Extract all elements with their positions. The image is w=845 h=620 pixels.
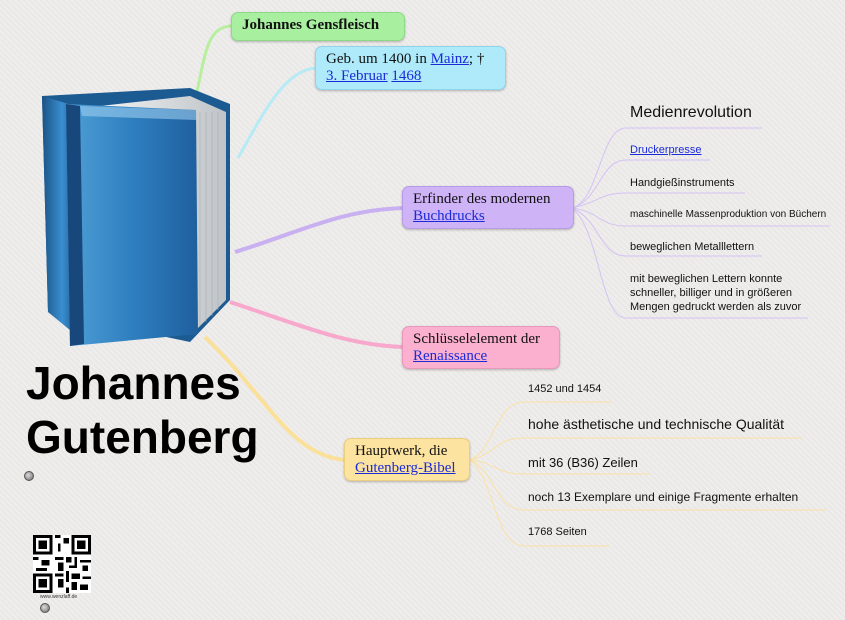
subtopic-handgiessinstrument[interactable]: Handgießinstruments bbox=[630, 177, 735, 189]
branch-name bbox=[193, 24, 233, 101]
renaissance-text: Schlüsselelement der bbox=[413, 331, 541, 347]
topic-renaissance[interactable]: Schlüsselelement der Renaissance bbox=[402, 326, 560, 369]
inventor-text: Erfinder des modernen bbox=[413, 191, 551, 207]
branch-renaissance bbox=[229, 300, 404, 349]
subtopic-druckerpresse[interactable]: Druckerpresse bbox=[630, 144, 702, 156]
subtopic-metalllettern[interactable]: beweglichen Metalllettern bbox=[630, 241, 755, 253]
link-gutenberg-bibel[interactable]: Gutenberg-Bibel bbox=[355, 460, 456, 476]
central-topic-title[interactable]: Johannes Gutenberg bbox=[26, 356, 259, 464]
qr-note-marker-icon[interactable] bbox=[40, 603, 50, 613]
topic-birth[interactable]: Geb. um 1400 in Mainz; † 3. Februar 1468 bbox=[315, 46, 506, 90]
note-marker-icon[interactable] bbox=[24, 471, 34, 481]
subtopic-massenproduktion[interactable]: maschinelle Massenproduktion von Büchern bbox=[630, 209, 827, 220]
topic-bible[interactable]: Hauptwerk, die Gutenberg-Bibel bbox=[344, 438, 470, 481]
link-mainz[interactable]: Mainz bbox=[430, 51, 469, 67]
title-line-2: Gutenberg bbox=[26, 411, 259, 463]
branch-bible bbox=[203, 335, 346, 462]
subtopic-quality[interactable]: hohe ästhetische und technische Qualität bbox=[528, 416, 785, 432]
birth-text: Geb. um 1400 in bbox=[326, 51, 431, 67]
topic-inventor[interactable]: Erfinder des modernen Buchdrucks bbox=[402, 186, 574, 229]
inventor-subbranches bbox=[571, 127, 830, 319]
subtopic-years[interactable]: 1452 und 1454 bbox=[528, 383, 602, 395]
subtopic-lines[interactable]: mit 36 (B36) Zeilen bbox=[528, 455, 638, 470]
qr-caption: www.wenzlaff.de bbox=[40, 594, 78, 600]
link-renaissance[interactable]: Renaissance bbox=[413, 348, 488, 364]
title-line-1: Johannes bbox=[26, 357, 241, 409]
subtopic-copies[interactable]: noch 13 Exemplare und einige Fragmente e… bbox=[528, 490, 799, 504]
qr-code-icon bbox=[33, 535, 91, 593]
link-1468[interactable]: 1468 bbox=[391, 68, 422, 84]
link-3-februar[interactable]: 3. Februar bbox=[326, 68, 388, 84]
birth-dagger: ; † bbox=[468, 51, 485, 67]
subtopic-medienrevolution[interactable]: Medienrevolution bbox=[630, 104, 752, 121]
book-icon bbox=[42, 88, 230, 346]
link-druckerpresse[interactable]: Druckerpresse bbox=[630, 144, 702, 156]
subtopic-lettern-schneller[interactable]: mit beweglichen Lettern konnte schneller… bbox=[630, 273, 802, 313]
branch-birth bbox=[236, 66, 317, 159]
link-buchdrucks[interactable]: Buchdrucks bbox=[413, 208, 485, 224]
bible-text: Hauptwerk, die bbox=[355, 443, 448, 459]
subtopic-pages[interactable]: 1768 Seiten bbox=[528, 526, 587, 538]
branch-inventor bbox=[234, 206, 404, 254]
bible-subbranches bbox=[469, 401, 826, 547]
topic-name[interactable]: Johannes Gensfleisch bbox=[231, 12, 405, 41]
topic-name-label: Johannes Gensfleisch bbox=[242, 17, 380, 33]
